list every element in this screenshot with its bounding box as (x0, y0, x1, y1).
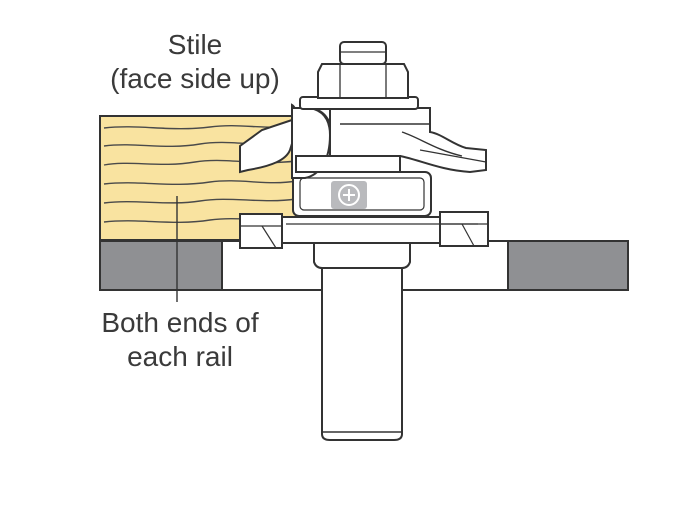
table-insert-right (507, 240, 629, 291)
bearing (292, 171, 432, 217)
table-insert-left (99, 240, 223, 291)
stile-label-line-1: Stile (167, 29, 223, 60)
nut-assembly (299, 41, 419, 110)
rail-ends-label-line-1: Both ends of (101, 307, 259, 338)
stile-label: Stile (face side up) (80, 28, 310, 96)
hex-nut (317, 63, 409, 99)
rail-ends-label-line-2: each rail (127, 341, 233, 372)
stile-label-line-2: (face side up) (110, 63, 280, 94)
router-bit-shank (313, 243, 411, 441)
arbor-tip (339, 41, 387, 65)
rail-ends-label: Both ends of each rail (60, 306, 300, 374)
upper-cutter (239, 103, 487, 179)
lower-cutter (239, 211, 489, 249)
brand-logo-icon (331, 181, 367, 209)
